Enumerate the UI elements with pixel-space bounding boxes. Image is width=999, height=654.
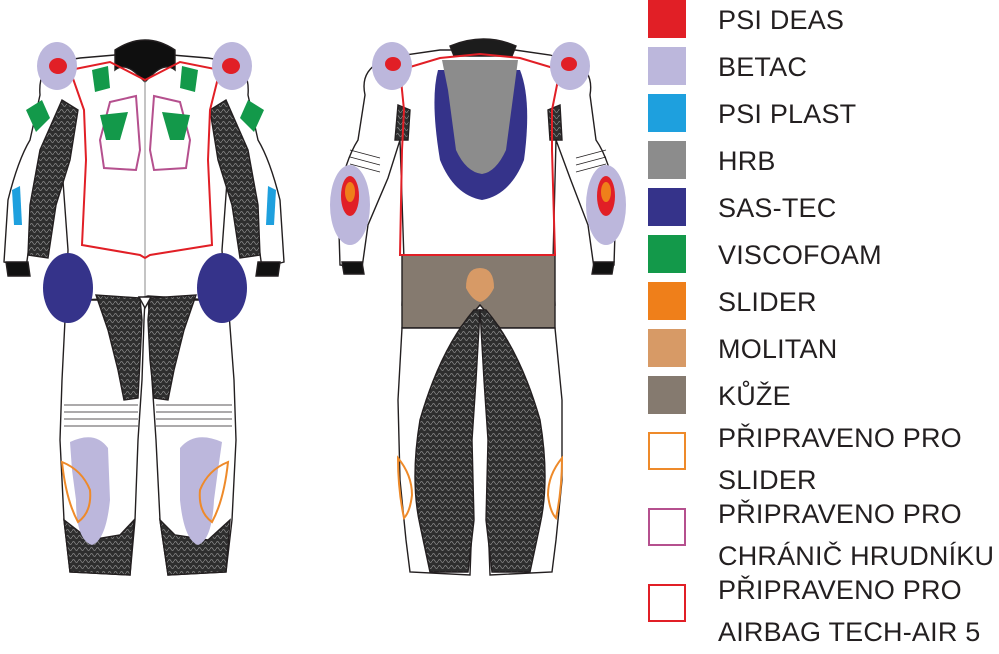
legend-swatch bbox=[648, 141, 686, 179]
front-viscofoam-5 bbox=[26, 100, 50, 132]
front-right-inner-mesh bbox=[147, 294, 198, 401]
front-right-slider-outline bbox=[198, 460, 230, 524]
legend-label: VISCOFOAM bbox=[718, 240, 882, 270]
legend-item-prepared-chest: PŘIPRAVENO PRO CHRÁNIČ HRUDNÍKU bbox=[646, 499, 999, 578]
legend-item-viscofoam: VISCOFOAM bbox=[646, 235, 999, 275]
front-left-shoulder-deas bbox=[49, 58, 67, 74]
back-right-elbow-slider bbox=[601, 182, 611, 202]
legend-item-kuze: KŮŽE bbox=[646, 376, 999, 416]
front-left-slider-outline bbox=[60, 460, 92, 524]
back-left-shoulder-deas bbox=[385, 57, 401, 71]
front-right-arm-mesh bbox=[209, 98, 261, 259]
legend-swatch-outline bbox=[648, 508, 686, 546]
legend-label: MOLITAN bbox=[718, 334, 838, 364]
legend-label: PSI DEAS bbox=[718, 5, 845, 35]
legend-swatch bbox=[648, 188, 686, 226]
legend-swatch bbox=[648, 0, 686, 38]
front-right-psiplast bbox=[266, 186, 276, 225]
back-molitan bbox=[466, 268, 494, 302]
back-left-leg-mesh bbox=[414, 309, 481, 573]
front-left-arm-mesh bbox=[27, 98, 79, 259]
legend-swatch bbox=[648, 235, 686, 273]
legend-label: SAS-TEC bbox=[718, 193, 837, 223]
legend: PSI DEAS BETAC PSI PLAST HRB SAS-TEC VIS… bbox=[646, 0, 999, 647]
front-viscofoam-4 bbox=[162, 112, 190, 140]
legend-item-psi-plast: PSI PLAST bbox=[646, 94, 999, 134]
legend-swatch bbox=[648, 376, 686, 414]
back-hrb bbox=[442, 60, 518, 174]
back-right-leg-mesh bbox=[479, 309, 546, 573]
front-protectors bbox=[12, 42, 276, 545]
back-left-slider-outline bbox=[396, 455, 414, 521]
suit-diagram bbox=[3, 38, 626, 576]
legend-item-hrb: HRB bbox=[646, 141, 999, 181]
front-left-inner-mesh bbox=[94, 294, 143, 401]
legend-swatch bbox=[648, 282, 686, 320]
front-right-hip-sastec bbox=[197, 253, 247, 323]
legend-label: PŘIPRAVENO PRO SLIDER bbox=[718, 420, 962, 498]
legend-label: PSI PLAST bbox=[718, 99, 857, 129]
legend-label-line2: AIRBAG TECH-AIR 5 bbox=[718, 617, 981, 647]
front-viscofoam-3 bbox=[100, 112, 128, 140]
back-airbag-outline bbox=[398, 52, 562, 256]
legend-swatch-outline bbox=[648, 432, 686, 470]
back-left-cuff bbox=[341, 261, 365, 275]
legend-label: HRB bbox=[718, 146, 776, 176]
front-collar bbox=[114, 39, 176, 83]
legend-item-molitan: MOLITAN bbox=[646, 329, 999, 369]
legend-label-line1: PŘIPRAVENO PRO bbox=[718, 575, 962, 605]
front-viscofoam-2 bbox=[180, 66, 198, 92]
back-protectors bbox=[330, 42, 626, 521]
back-left-elbow-slider bbox=[345, 182, 355, 202]
legend-label: KŮŽE bbox=[718, 381, 791, 411]
front-left-psiplast bbox=[12, 186, 22, 225]
front-airbag-outline bbox=[68, 60, 222, 260]
front-knee-ribs bbox=[64, 404, 232, 427]
front-right-knee-betac bbox=[180, 437, 222, 545]
legend-swatch bbox=[648, 329, 686, 367]
legend-item-prepared-airbag: PŘIPRAVENO PRO AIRBAG TECH-AIR 5 bbox=[646, 575, 999, 654]
front-right-cuff bbox=[255, 261, 281, 277]
front-viscofoam-1 bbox=[92, 66, 110, 92]
front-right-shin-mesh bbox=[159, 518, 231, 576]
legend-item-slider: SLIDER bbox=[646, 282, 999, 322]
back-right-cuff bbox=[591, 261, 615, 275]
legend-label: PŘIPRAVENO PRO AIRBAG TECH-AIR 5 bbox=[718, 572, 980, 650]
back-right-shoulder-deas bbox=[561, 57, 577, 71]
legend-item-prepared-slider: PŘIPRAVENO PRO SLIDER bbox=[646, 423, 999, 502]
legend-item-sas-tec: SAS-TEC bbox=[646, 188, 999, 228]
front-left-hip-sastec bbox=[43, 253, 93, 323]
back-right-arm-mesh bbox=[547, 103, 563, 141]
legend-label: SLIDER bbox=[718, 287, 817, 317]
front-chest-outline bbox=[98, 94, 192, 172]
legend-label: PŘIPRAVENO PRO CHRÁNIČ HRUDNÍKU bbox=[718, 496, 994, 574]
front-viscofoam-6 bbox=[240, 100, 264, 132]
back-collar bbox=[449, 38, 517, 57]
legend-item-psi-deas: PSI DEAS bbox=[646, 0, 999, 40]
legend-label-line2: SLIDER bbox=[718, 465, 817, 495]
legend-swatch bbox=[648, 94, 686, 132]
legend-item-betac: BETAC bbox=[646, 47, 999, 87]
legend-swatch bbox=[648, 47, 686, 85]
legend-label-line1: PŘIPRAVENO PRO bbox=[718, 499, 962, 529]
legend-label: BETAC bbox=[718, 52, 808, 82]
legend-swatch-outline bbox=[648, 584, 686, 622]
legend-label-line2: CHRÁNIČ HRUDNÍKU bbox=[718, 541, 995, 571]
legend-label-line1: PŘIPRAVENO PRO bbox=[718, 423, 962, 453]
front-left-cuff bbox=[5, 261, 31, 277]
front-right-shoulder-deas bbox=[222, 58, 240, 74]
back-elbow-ribs bbox=[349, 149, 607, 173]
back-right-slider-outline bbox=[546, 455, 564, 521]
front-crotch-mark bbox=[137, 296, 153, 310]
